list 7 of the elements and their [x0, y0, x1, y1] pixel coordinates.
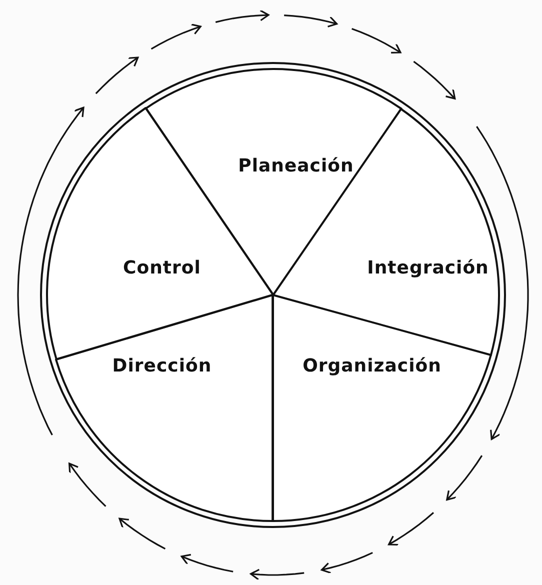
- pie-segment: [273, 295, 491, 521]
- segment-label: Integración: [367, 257, 489, 278]
- segment-label: Organización: [302, 356, 442, 376]
- segment-label: Planeación: [238, 156, 354, 176]
- segment-label: Dirección: [112, 356, 212, 376]
- pie-segment: [56, 295, 273, 521]
- segment-label: Control: [123, 257, 201, 278]
